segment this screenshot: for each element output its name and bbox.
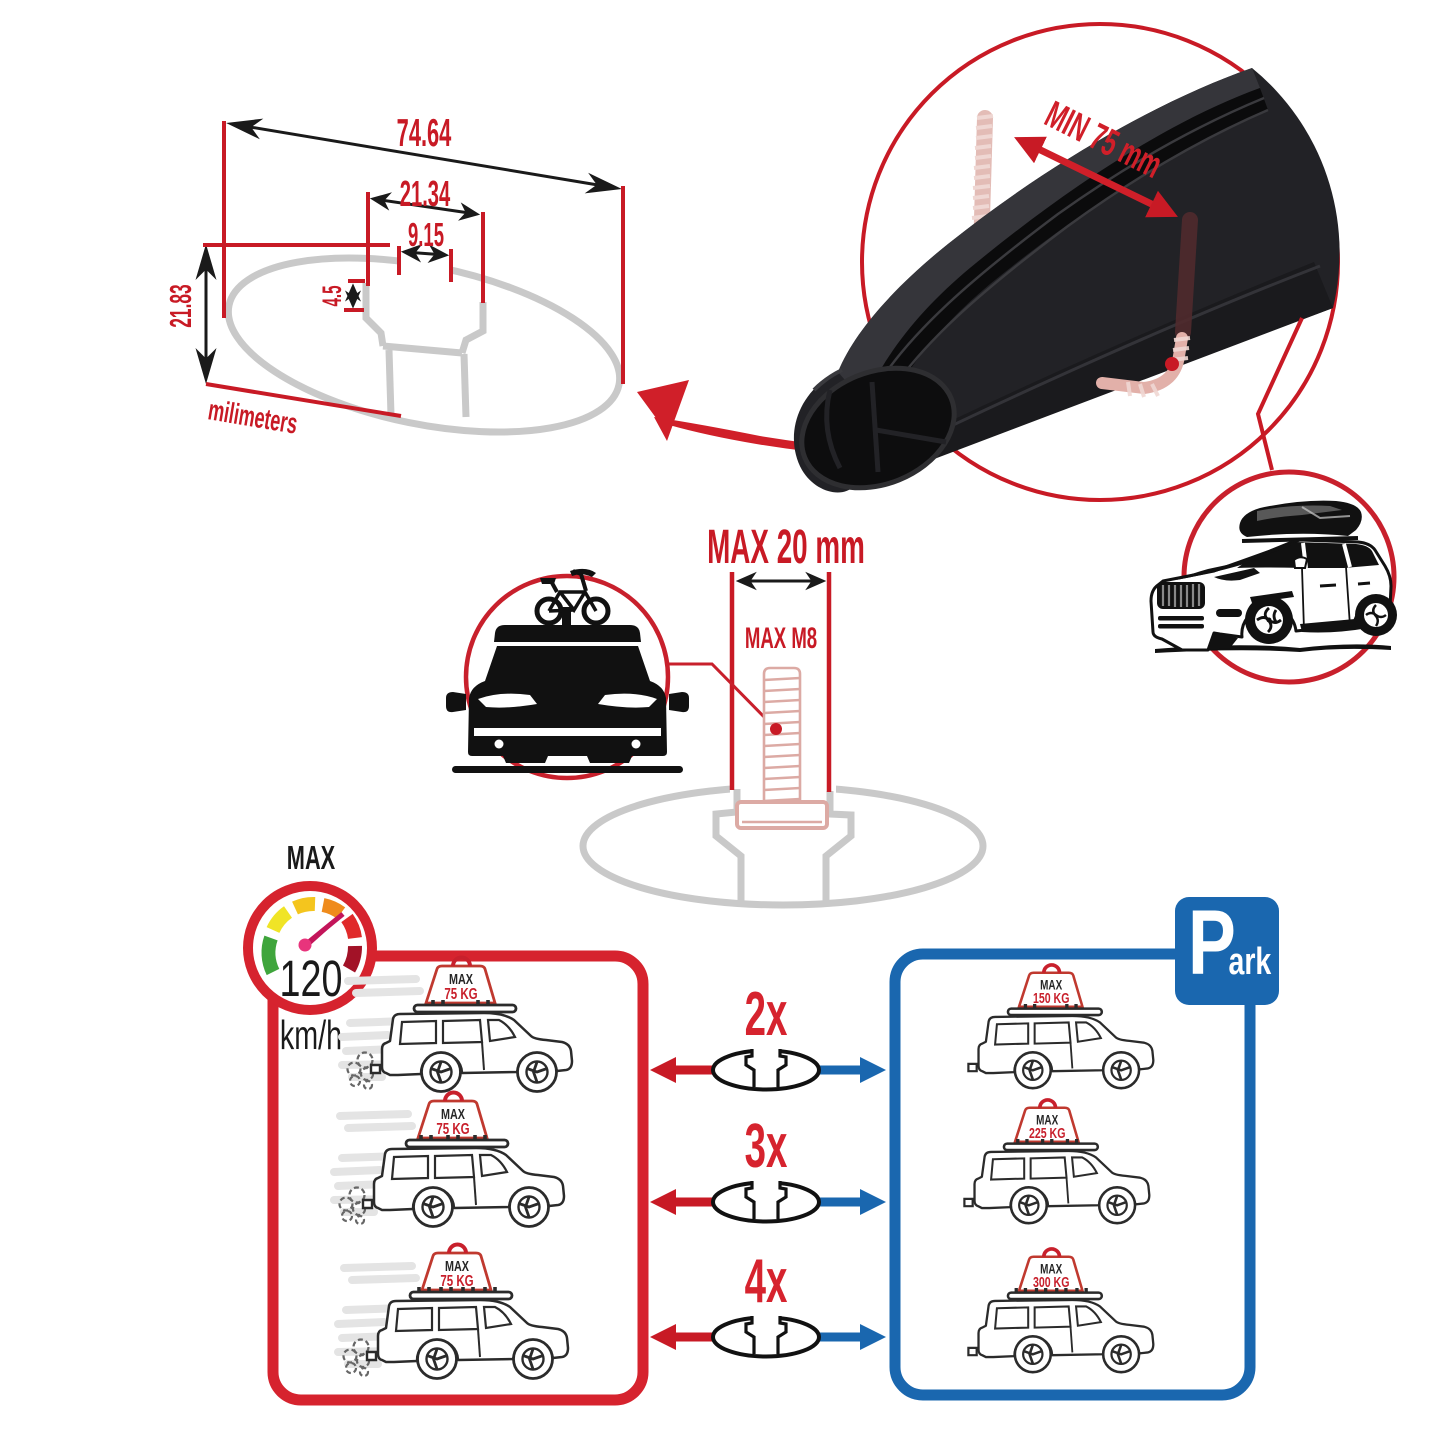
svg-text:21.34: 21.34 bbox=[400, 175, 451, 214]
svg-text:MAX M8: MAX M8 bbox=[745, 622, 817, 656]
svg-text:MAX: MAX bbox=[1040, 977, 1062, 993]
svg-text:P: P bbox=[1188, 891, 1236, 994]
svg-text:74.64: 74.64 bbox=[397, 110, 452, 154]
svg-text:MAX: MAX bbox=[441, 1105, 465, 1122]
svg-text:4.5: 4.5 bbox=[316, 285, 347, 306]
svg-text:225 KG: 225 KG bbox=[1029, 1124, 1066, 1141]
svg-text:MAX 20 mm: MAX 20 mm bbox=[707, 520, 865, 574]
svg-text:MAX: MAX bbox=[445, 1257, 469, 1274]
svg-text:MAX: MAX bbox=[449, 970, 473, 987]
svg-text:75 KG: 75 KG bbox=[440, 1271, 473, 1289]
svg-text:75 KG: 75 KG bbox=[444, 984, 477, 1002]
svg-text:ark: ark bbox=[1229, 941, 1272, 983]
svg-text:300 KG: 300 KG bbox=[1033, 1273, 1070, 1290]
svg-text:MAX: MAX bbox=[1040, 1261, 1062, 1277]
svg-text:km/h: km/h bbox=[280, 1013, 342, 1058]
svg-text:150 KG: 150 KG bbox=[1033, 989, 1070, 1006]
svg-text:9.15: 9.15 bbox=[408, 216, 444, 253]
svg-text:75 KG: 75 KG bbox=[436, 1119, 469, 1137]
svg-text:MAX: MAX bbox=[287, 839, 336, 876]
svg-text:120: 120 bbox=[280, 949, 343, 1007]
svg-text:21.83: 21.83 bbox=[164, 284, 199, 327]
svg-text:3x: 3x bbox=[745, 1111, 788, 1181]
svg-text:4x: 4x bbox=[745, 1246, 788, 1316]
svg-text:MAX: MAX bbox=[1036, 1112, 1058, 1128]
svg-text:2x: 2x bbox=[745, 979, 788, 1049]
